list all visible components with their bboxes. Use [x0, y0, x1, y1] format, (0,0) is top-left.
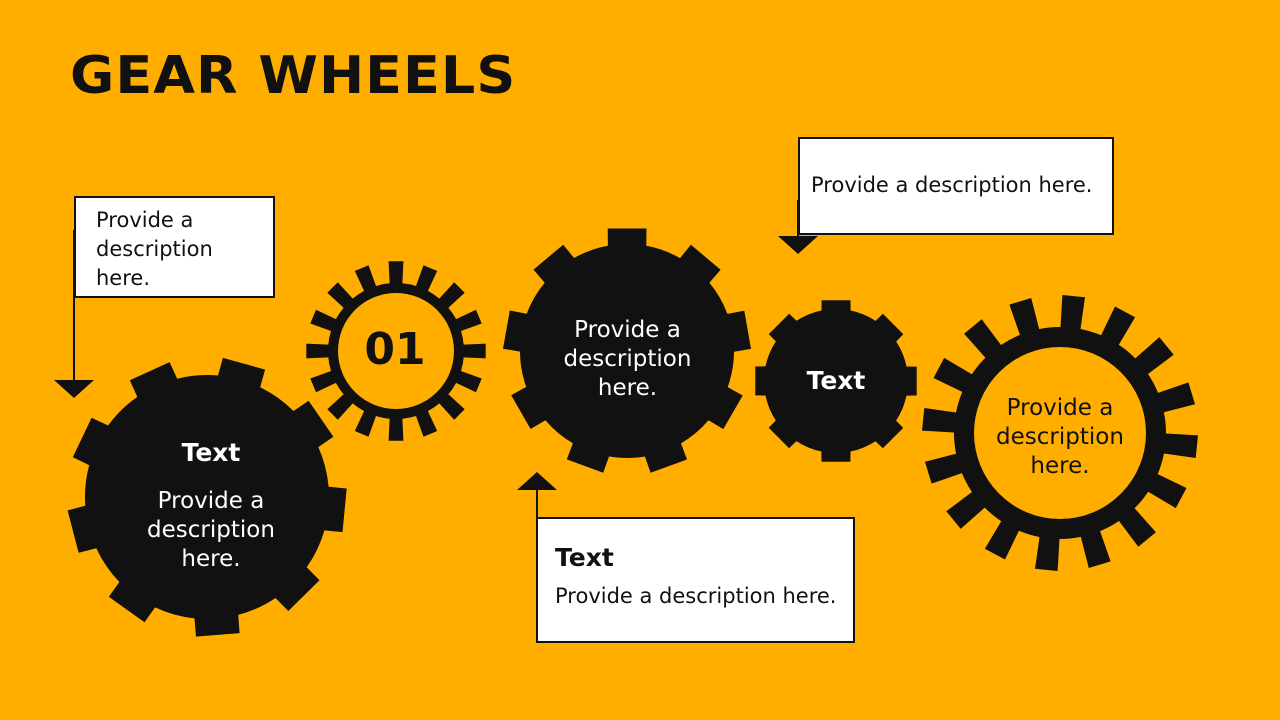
gear-ring-01 [306, 261, 486, 441]
gear-1-text: Text Provide a description here. [125, 438, 297, 574]
gear-1-shape [67, 357, 347, 637]
slide-title: GEAR WHEELS [70, 45, 517, 106]
callout-box-top-right: Provide a description here. [798, 137, 1114, 235]
gear-3-description: Provide a description here. [563, 317, 692, 401]
callout-box-left: Provide a description here. [74, 196, 275, 298]
gear-4-heading: Text [806, 366, 866, 395]
gear-2-hole [338, 293, 454, 409]
callout-left-description: Provide a description here. [96, 208, 213, 290]
callout-box-bottom: Text Provide a description here. [536, 517, 855, 643]
gear-2-label: 01 [364, 324, 426, 375]
callout-top-right-description: Provide a description here. [811, 173, 1093, 197]
gear-large-left [67, 357, 347, 637]
gear-4-shape [755, 300, 917, 462]
gear-1-description: Provide a description here. [147, 488, 275, 572]
gear-3-shape [503, 228, 751, 473]
gear-5-hole [974, 347, 1146, 519]
gear-1-heading: Text [181, 438, 241, 467]
callout-bottom-description: Provide a description here. [555, 584, 837, 608]
gear-5-description: Provide a description here. [996, 395, 1124, 479]
gear-large-center [503, 228, 751, 473]
gear-ring-right [922, 295, 1198, 571]
callout-bottom-heading: Text [555, 543, 614, 572]
gear-small-right [755, 300, 917, 462]
